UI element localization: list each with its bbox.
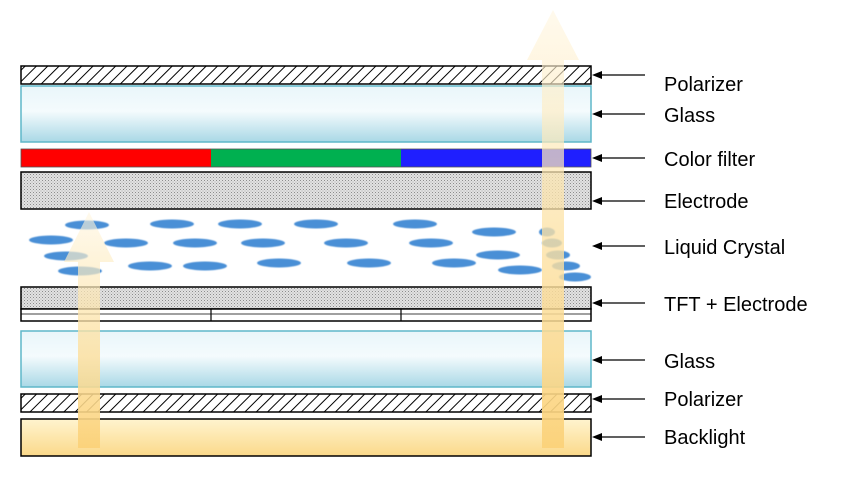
electrode-top-layer [20, 171, 592, 210]
lc-molecule [29, 235, 73, 245]
lc-molecule [432, 258, 476, 268]
color-filter-layer [20, 148, 592, 168]
label-electrode: Electrode [664, 191, 749, 213]
lc-molecule [150, 219, 194, 229]
polarizer-bottom-layer [20, 393, 592, 413]
label-glass-top: Glass [664, 105, 715, 127]
lc-molecule [257, 258, 301, 268]
color-filter-red [21, 149, 211, 167]
light-arrow-right [527, 10, 579, 448]
pointer-arrows [592, 71, 645, 441]
lc-molecule [173, 238, 217, 248]
lc-molecule [218, 219, 262, 229]
lc-molecule [393, 219, 437, 229]
lc-molecule [476, 250, 520, 260]
lc-molecule [347, 258, 391, 268]
glass-top-layer [20, 85, 592, 143]
polarizer-top-layer [20, 65, 592, 85]
lc-molecule [324, 238, 368, 248]
lc-molecule [128, 261, 172, 271]
glass-bottom-layer [20, 330, 592, 388]
label-glass-bottom: Glass [664, 351, 715, 373]
label-tft-electrode: TFT + Electrode [664, 294, 808, 316]
backlight-layer [20, 418, 592, 457]
light-arrow-left [64, 212, 114, 448]
label-polarizer-top: Polarizer [664, 74, 743, 96]
lc-molecule [559, 272, 591, 282]
lc-molecule [241, 238, 285, 248]
label-backlight: Backlight [664, 427, 746, 449]
lc-molecule [104, 238, 148, 248]
liquid-crystal-layer [29, 219, 591, 282]
tft-electrode-layer [20, 286, 592, 322]
lc-molecule [409, 238, 453, 248]
lc-molecule [294, 219, 338, 229]
lc-molecule [472, 227, 516, 237]
color-filter-green [211, 149, 401, 167]
lc-molecule [183, 261, 227, 271]
label-liquid-crystal: Liquid Crystal [664, 237, 785, 259]
lc-molecule [498, 265, 542, 275]
label-color-filter: Color filter [664, 149, 755, 171]
label-polarizer-bottom: Polarizer [664, 389, 743, 411]
